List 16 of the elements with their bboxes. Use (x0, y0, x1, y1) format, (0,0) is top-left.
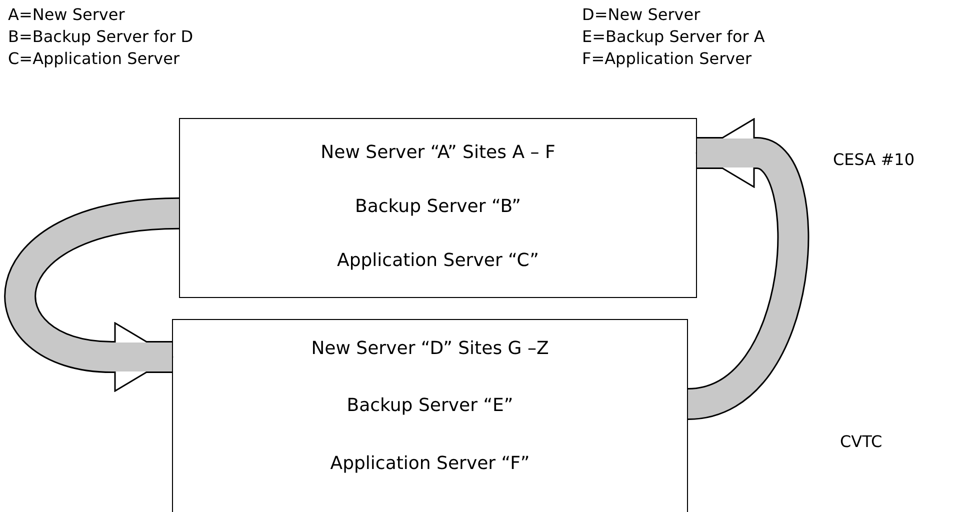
server-box (179, 118, 697, 298)
server-label: New Server “D” Sites G –Z (311, 338, 549, 360)
server-label: New Server “A” Sites A – F (320, 142, 556, 162)
legend-note: A=New Server (8, 5, 125, 24)
server-label: Backup Server “B” (355, 196, 521, 216)
legend-note: D=New Server (582, 5, 700, 24)
server-box (172, 319, 688, 512)
server-label: Application Server “C” (337, 250, 539, 270)
server-label: Backup Server “E” (346, 395, 514, 416)
site-label: CVTC (840, 432, 882, 451)
legend-note: C=Application Server (8, 49, 180, 68)
server-label: Application Server “F” (330, 452, 530, 474)
legend-note: B=Backup Server for D (8, 27, 194, 46)
legend-note: E=Backup Server for A (582, 27, 765, 46)
legend-note: F=Application Server (582, 49, 752, 68)
site-label: CESA #10 (833, 150, 915, 169)
